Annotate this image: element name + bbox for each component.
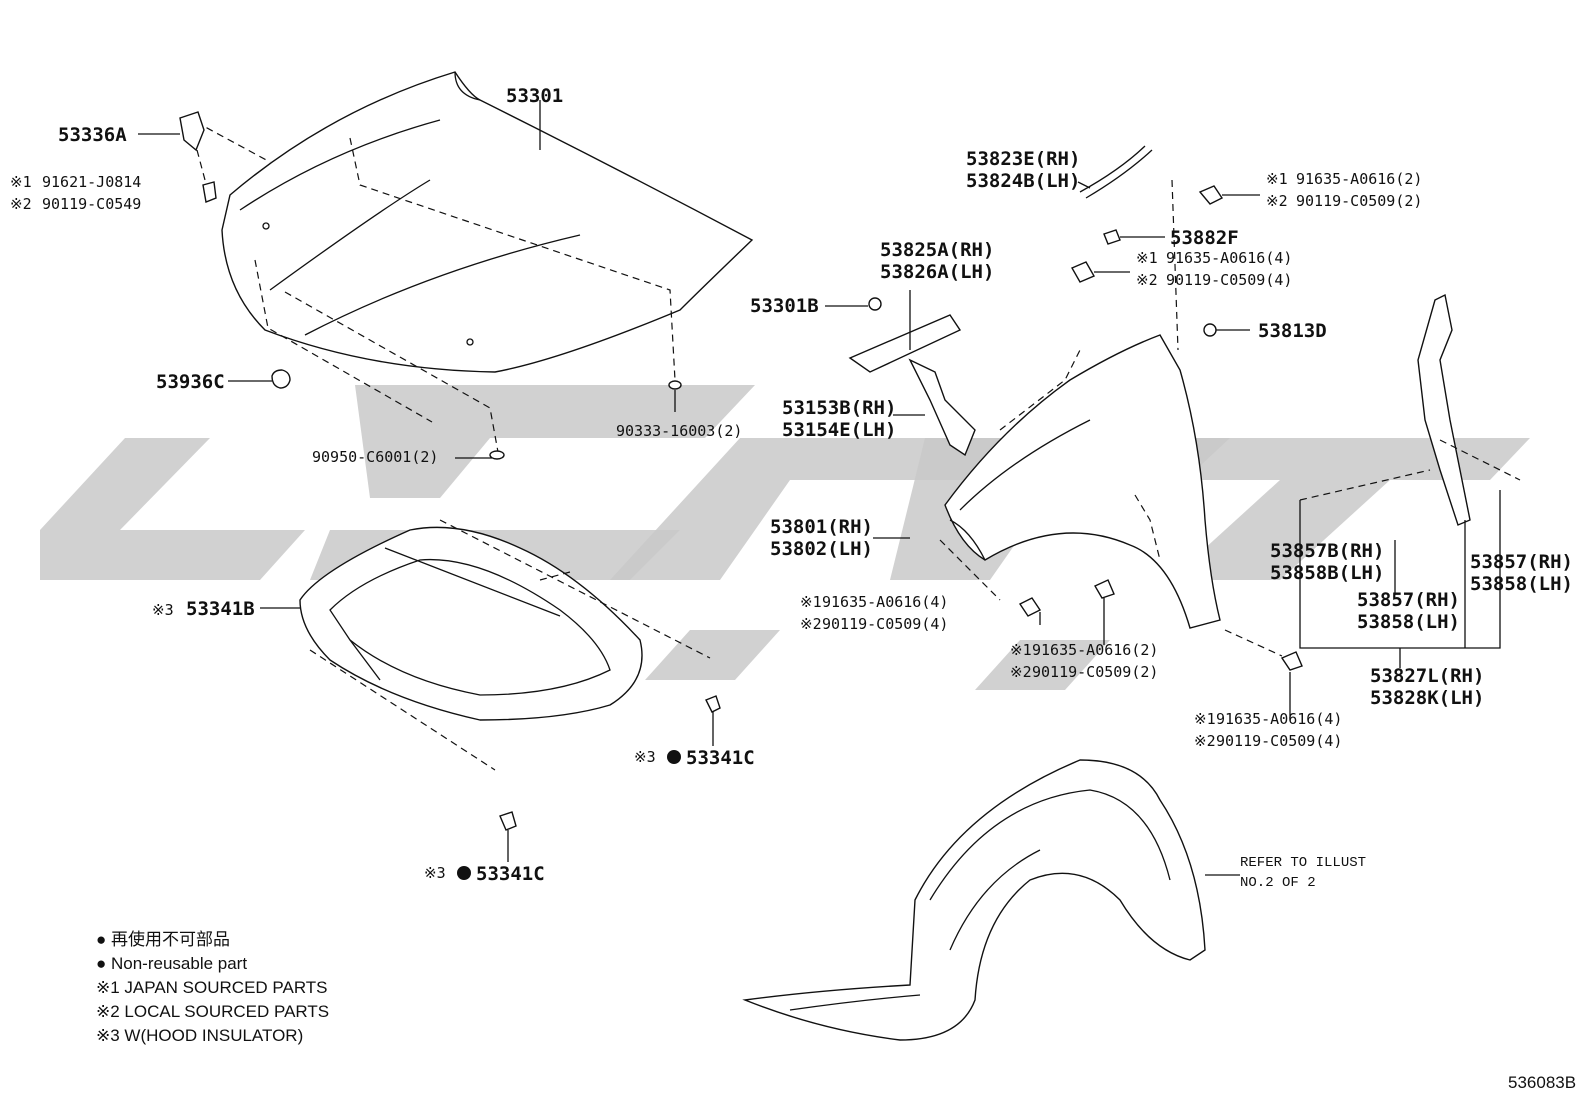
label-hood-clip: 53301B [750,295,819,317]
legend-line5: ※3 W(HOOD INSULATOR) [96,1026,303,1045]
cushion-53936C [271,369,291,389]
mark-hinge-bolt-l: ※2 [10,195,32,213]
label-bolt-top-j: 91635-A0616(2) [1296,170,1422,188]
refer-note-line1: REFER TO ILLUST [1240,855,1366,871]
clip-53341C-right [705,695,721,713]
label-cushion: 53936C [156,371,225,393]
label-insulator: 53341B [186,598,255,620]
mark-bolt-fr-l: ※2 [1194,732,1216,750]
label-hinge-bolt-l: 90119-C0549 [42,195,141,213]
label-bolt-mid-l: 90119-C0509(4) [1166,271,1292,289]
mark-bolt-fl-l: ※2 [800,615,822,633]
label-shield-lh: 53828K(LH) [1370,687,1484,709]
legend-line3: ※1 JAPAN SOURCED PARTS [96,978,328,997]
diagram-code: 536083B [1508,1073,1576,1092]
label-seal2-rh: 53825A(RH) [880,239,994,261]
label-baffle-lh: 53154E(LH) [782,419,896,441]
label-bolt-fl-j: 91635-A0616(4) [822,593,948,611]
label-shield-rh: 53827L(RH) [1370,665,1484,687]
label-liner-b-lh: 53858B(LH) [1270,562,1384,584]
mark-bolt-top-j: ※1 [1266,170,1288,188]
bolt-fl-icon [1018,597,1042,617]
clip-53301B [868,297,882,311]
seal-53823E [1079,145,1153,199]
mark-bolt-fc-l: ※2 [1010,663,1032,681]
label-liner-lh: 53858(LH) [1470,573,1573,595]
label-bolt-fr-l: 90119-C0509(4) [1216,732,1342,750]
mark-bolt-fl-j: ※1 [800,593,822,611]
bolt-fc-icon [1094,579,1115,599]
label-liner2-rh: 53857(RH) [1357,589,1460,611]
label-hinge-bolt-j: 91621-J0814 [42,173,141,191]
label-liner-b-rh: 53857B(RH) [1270,540,1384,562]
grommet-53813D [1203,323,1217,337]
leader-lines [138,133,1501,876]
label-bracket: 53882F [1170,227,1239,249]
label-hinge: 53336A [58,124,127,146]
mark-bolt-fr-j: ※1 [1194,710,1216,728]
plug-90333 [668,380,682,390]
label-hood: 53301 [506,85,563,107]
bolt-top-icon [1198,185,1224,205]
bolt-fr-icon [1280,651,1303,671]
fender-53801 [939,179,1221,629]
label-fender-rh: 53801(RH) [770,516,873,538]
mark-insulator: ※3 [152,601,174,619]
hood-hinge-53336A [179,111,217,203]
seal-53825A [848,314,962,373]
bolt-fr-guide [1224,629,1283,657]
label-hood-plug2: 90333-16003(2) [616,422,742,440]
label-liner2-lh: 53858(LH) [1357,611,1460,633]
fender-liner [742,759,1206,1041]
legend-line2: ● Non-reusable part [96,954,247,973]
label-grommet: 53813D [1258,320,1327,342]
bolt-mid-icon [1071,261,1095,283]
label-liner-rh: 53857(RH) [1470,551,1573,573]
label-bolt-mid-j: 91635-A0616(4) [1166,249,1292,267]
legend-line1: ● 再使用不可部品 [96,929,230,949]
refer-note-line2: NO.2 OF 2 [1240,875,1316,891]
plug-90950 [489,450,505,460]
label-bolt-fl-l: 90119-C0509(4) [822,615,948,633]
label-bolt-fc-l: 90119-C0509(2) [1032,663,1158,681]
label-fender-lh: 53802(LH) [770,538,873,560]
mark-bolt-fc-j: ※1 [1010,641,1032,659]
clip-53341C-bottom [499,811,517,831]
label-insulator-clip2: 53341C [476,863,545,885]
label-baffle-rh: 53153B(RH) [782,397,896,419]
non-reusable-dot-icon [457,866,471,880]
fender-shield-53827L [1299,293,1521,526]
mark-insulator-clip: ※3 [634,748,656,766]
mark-bolt-mid-j: ※1 [1136,249,1158,267]
baffle-53153B [908,358,976,457]
mark-insulator-clip2: ※3 [424,864,446,882]
label-bolt-fc-j: 91635-A0616(2) [1032,641,1158,659]
label-hood-plug: 90950-C6001(2) [312,448,438,466]
non-reusable-dot-icon [667,750,681,764]
mark-bolt-top-l: ※2 [1266,192,1288,210]
bracket-53882F [1103,229,1121,245]
mark-bolt-mid-l: ※2 [1136,271,1158,289]
mark-hinge-bolt-j: ※1 [10,173,32,191]
legend-line4: ※2 LOCAL SOURCED PARTS [96,1002,329,1021]
hood-53301 [195,71,754,453]
label-seal2-lh: 53826A(LH) [880,261,994,283]
label-seal-rh: 53823E(RH) [966,148,1080,170]
label-bolt-top-l: 90119-C0509(2) [1296,192,1422,210]
label-seal-lh: 53824B(LH) [966,170,1080,192]
label-bolt-fr-j: 91635-A0616(4) [1216,710,1342,728]
hood-insulator-53341B [299,519,711,771]
label-insulator-clip: 53341C [686,747,755,769]
